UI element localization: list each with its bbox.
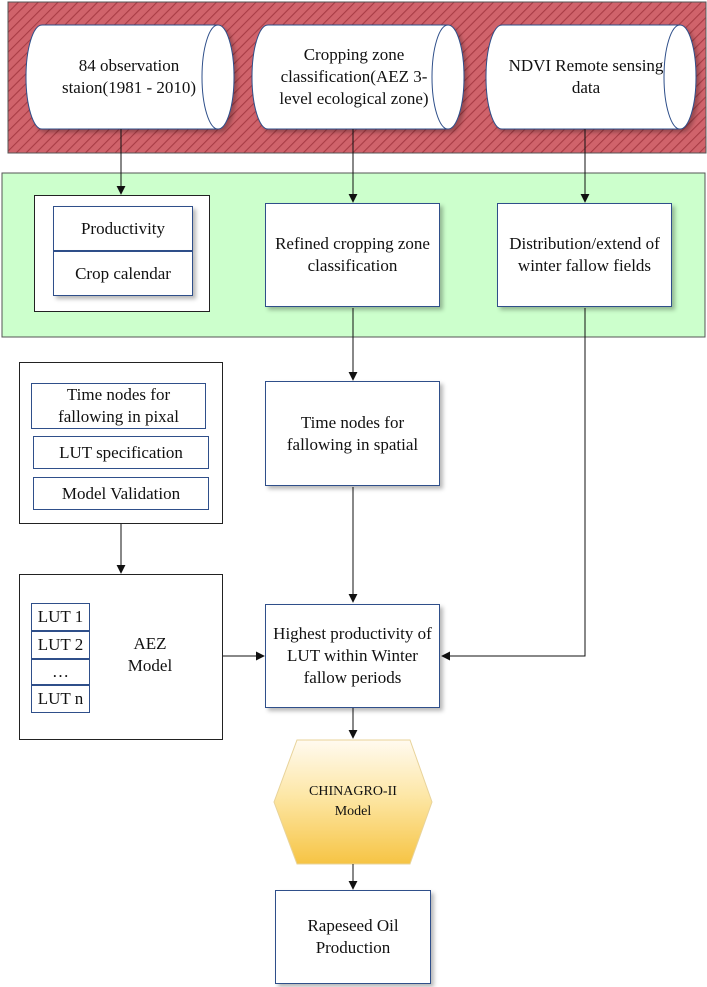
- highest-productivity-box: Highest productivity of LUT within Winte…: [265, 604, 440, 708]
- crop-calendar-box: Crop calendar: [53, 251, 193, 296]
- connector-arrows: [116, 129, 590, 890]
- refined-zone-box: Refined cropping zone classification: [265, 203, 440, 307]
- model-validation-box: Model Validation: [33, 477, 209, 510]
- time-nodes-spatial-box: Time nodes for fallowing in spatial: [265, 381, 440, 486]
- lut-item: LUT n: [31, 685, 90, 713]
- cylinder-ndvi: [485, 24, 697, 130]
- distribution-box: Distribution/extend of winter fallow fie…: [497, 203, 672, 307]
- chinagro-label: CHINAGRO-II Model: [309, 784, 397, 819]
- cylinder-cropping-zone: [251, 24, 465, 130]
- aez-model-label: AEZ Model: [127, 634, 173, 675]
- time-nodes-pixal-box: Time nodes for fallowing in pixal: [31, 383, 206, 429]
- chinagro-hexagon: [273, 739, 433, 865]
- productivity-box: Productivity: [53, 206, 193, 251]
- lut-item: LUT 2: [31, 631, 90, 659]
- stations-label: 84 observation staion(1981 - 2010): [61, 56, 197, 97]
- ndvi-label: NDVI Remote sensing data: [508, 56, 664, 97]
- lut-item: LUT 1: [31, 603, 90, 631]
- rapeseed-output-box: Rapeseed Oil Production: [275, 890, 431, 984]
- lut-specification-box: LUT specification: [33, 436, 209, 469]
- cylinder-stations: [25, 24, 235, 130]
- lut-item: …: [31, 659, 90, 685]
- cropping-zone-label: Cropping zone classification(AEZ 3-level…: [279, 45, 429, 108]
